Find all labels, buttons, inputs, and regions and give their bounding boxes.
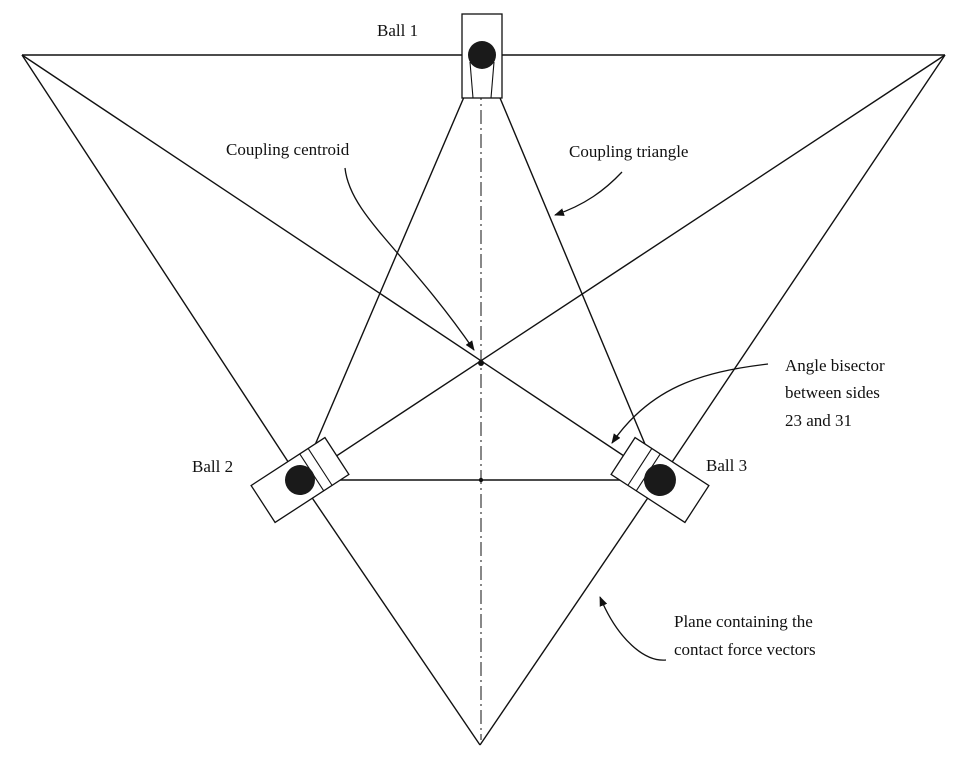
ball-2-label: Ball 2 [192, 457, 233, 476]
ball-3-group [610, 436, 710, 524]
right-lower-line [479, 479, 661, 746]
triangle-side-12 [299, 54, 483, 481]
angle-bisector-label-line-3: 23 and 31 [785, 411, 852, 430]
angle-bisector-label-line-1: Angle bisector [785, 356, 885, 375]
ball-3-groove-wall-b [627, 448, 653, 486]
ball-1-label: Ball 1 [377, 21, 418, 40]
coupling-triangle-leader [554, 171, 623, 216]
coupling-triangle-label: Coupling triangle [569, 142, 688, 161]
plane-label-line-1: Plane containing the [674, 612, 813, 631]
angle-bisector-lines [21, 54, 946, 481]
coupling-triangle [299, 54, 661, 481]
angle-bisector-label-line-2: between sides [785, 383, 880, 402]
centroid-dots [478, 360, 484, 483]
right-outer-line [659, 54, 946, 481]
ball-1-groove-left-wall [469, 61, 474, 99]
ball-1-group [461, 13, 503, 99]
plane-leader [599, 596, 667, 661]
ball-1-groove-right-wall [490, 61, 495, 99]
coupling-centroid-label: Coupling centroid [226, 140, 350, 159]
ball-3-label: Ball 3 [706, 456, 747, 475]
diagram-labels: Ball 1 Ball 2 Ball 3 Coupling centroid C… [192, 21, 885, 659]
leader-arrows [344, 167, 769, 661]
bisector-from-top-left [21, 54, 661, 481]
coupling-centroid-leader [344, 167, 475, 351]
side-23-midpoint [478, 477, 484, 483]
ball-2-group [250, 436, 350, 524]
left-lower-line [299, 479, 481, 746]
triangle-side-13 [481, 54, 661, 481]
ball-3 [644, 464, 676, 496]
centroid-point [478, 360, 484, 366]
plane-label-line-2: contact force vectors [674, 640, 816, 659]
ball-1 [468, 41, 496, 69]
ball-2-groove-wall-b [307, 448, 333, 486]
left-outer-line [21, 54, 301, 481]
bisector-from-top-right [299, 54, 946, 481]
ball-2 [285, 465, 315, 495]
angle-bisector-leader [611, 363, 769, 444]
